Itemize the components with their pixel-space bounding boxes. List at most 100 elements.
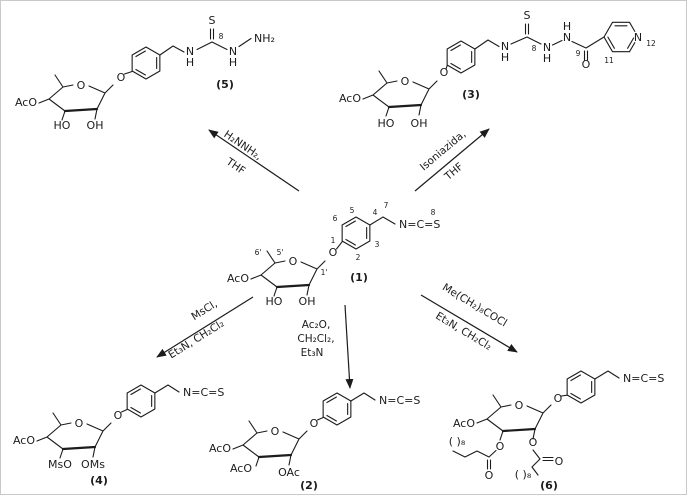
c5-h2-label: H	[229, 56, 237, 69]
c2-ring-oxygen-label: O	[271, 425, 280, 438]
c6-ester1-carbonyl-oxygen-label: O	[485, 469, 494, 482]
c3-pyridine-nitrogen-label: N	[634, 31, 642, 44]
c1-number-7: 7	[384, 201, 389, 210]
c3-nitrogen2-label: N	[543, 41, 551, 54]
c6-link-oxygen-label: O	[554, 392, 563, 405]
c2-compound-label: (2)	[300, 479, 318, 492]
c4-link-oxygen-label: O	[114, 409, 123, 422]
c1-number-2: 2	[356, 253, 361, 262]
reagent-to2-line2: CH₂Cl₂,	[297, 333, 334, 345]
c5-ring-oxygen-label: O	[77, 79, 86, 92]
c6-ester-chains	[452, 449, 554, 476]
compound-5: O O AcO HO OH N H S 8 N H NH₂ (5)	[15, 14, 275, 132]
compound-1: O O AcO HO OH N=C=S 1 2 3 4 5 6 7 8 1' 5…	[227, 201, 440, 308]
reagent-to5-line2: THF	[223, 155, 247, 177]
c4-oms-label: OMs	[81, 458, 105, 471]
c3-sulfur-label: S	[524, 9, 531, 22]
c5-h1-label: H	[186, 56, 194, 69]
arrow-to-compound2	[344, 304, 354, 389]
c5-ho-label: HO	[54, 119, 71, 132]
c1-oh-label: OH	[299, 295, 316, 308]
c2-link-oxygen-label: O	[310, 417, 319, 430]
c3-benzene-ring	[446, 40, 476, 74]
c3-nitrogen1-label: N	[501, 40, 509, 53]
compound-6: O O AcO N=C=S O O ( )₈ O O ( )₈ (6)	[449, 370, 664, 492]
c6-ester2-chain-label: ( )₈	[515, 468, 532, 481]
c3-ho-label: HO	[378, 117, 395, 130]
c6-aco-label: AcO	[453, 417, 475, 430]
c3-h1-label: H	[501, 51, 509, 64]
c6-ester2-carbonyl-oxygen-label: O	[555, 455, 564, 468]
reagent-to4-line2: Et₃N, CH₂Cl₂	[166, 318, 226, 362]
c2-isothiocyanate-label: N=C=S	[379, 394, 420, 407]
c1-number-6prime: 6'	[255, 248, 262, 257]
c6-ester2-oxygen-label: O	[529, 436, 538, 449]
c6-ester1-oxygen-label: O	[496, 440, 505, 453]
c3-number-11: 11	[604, 56, 614, 65]
c6-isothiocyanate-label: N=C=S	[623, 372, 664, 385]
arrow-to-compound6	[420, 294, 518, 353]
c1-number-4: 4	[373, 208, 378, 217]
c1-aco-label: AcO	[227, 272, 249, 285]
c1-benzene-ring	[341, 216, 371, 250]
c6-benzene-ring	[566, 370, 596, 404]
c5-aco-label: AcO	[15, 96, 37, 109]
c1-number-1: 1	[331, 236, 336, 245]
arrow-to-compound4	[156, 296, 254, 358]
c5-nh2-label: NH₂	[254, 32, 275, 45]
c3-h2-label: H	[543, 52, 551, 65]
c5-link-oxygen-label: O	[117, 71, 126, 84]
c1-number-5prime: 5'	[277, 248, 284, 257]
c1-compound-label: (1)	[350, 271, 368, 284]
compound-3: O O AcO HO OH N H S 8 N H N H 9 O N 11 1…	[339, 9, 656, 130]
c1-number-6: 6	[333, 214, 338, 223]
c5-compound-label: (5)	[216, 78, 234, 91]
reagent-to2-line3: Et₃N	[301, 347, 324, 359]
c3-h3-label: H	[563, 20, 571, 33]
c1-ho-label: HO	[266, 295, 283, 308]
c3-pyridine-ring	[603, 21, 636, 53]
c1-isothiocyanate-label: N=C=S	[399, 218, 440, 231]
c3-compound-label: (3)	[462, 88, 480, 101]
arrow-to-compound3	[414, 128, 490, 192]
c5-number-8: 8	[219, 32, 224, 41]
c4-compound-label: (4)	[90, 474, 108, 487]
c3-number-8: 8	[532, 44, 537, 53]
c1-link-oxygen-label: O	[329, 246, 338, 259]
c2-bonds	[316, 392, 376, 421]
c1-number-5: 5	[350, 206, 355, 215]
c6-ester1-chain-label: ( )₈	[449, 435, 466, 448]
c2-benzene-ring	[322, 392, 352, 426]
c3-bonds	[445, 23, 605, 70]
c4-mso-label: MsO	[48, 458, 72, 471]
c4-bonds	[120, 384, 180, 413]
c4-ring-oxygen-label: O	[75, 417, 84, 430]
compound-4: O O AcO MsO OMs N=C=S (4)	[13, 384, 224, 487]
reagent-to4-line1: MsCl,	[189, 298, 219, 323]
c3-carbonyl-oxygen-label: O	[582, 58, 591, 71]
c3-number-12: 12	[646, 39, 656, 48]
reagent-to3-line2: THF	[442, 161, 466, 184]
c3-number-9: 9	[576, 49, 581, 58]
c4-benzene-ring	[126, 384, 156, 418]
c2-aco1-label: AcO	[209, 442, 231, 455]
reagent-to2-line1: Ac₂O,	[302, 319, 331, 331]
c3-aco-label: AcO	[339, 92, 361, 105]
c5-nitrogen2-label: N	[229, 45, 237, 58]
c1-number-3: 3	[375, 240, 380, 249]
compound-2: O O AcO AcO OAc N=C=S (2)	[209, 392, 420, 492]
c4-isothiocyanate-label: N=C=S	[183, 386, 224, 399]
c1-bonds	[335, 216, 396, 250]
reagent-to5-line1: H₂NNH₂,	[221, 128, 264, 162]
c1-number-8: 8	[431, 208, 436, 217]
c2-aco2-label: AcO	[230, 462, 252, 475]
c6-compound-label: (6)	[540, 479, 558, 492]
c5-bonds	[123, 28, 252, 75]
c6-ring-oxygen-label: O	[515, 399, 524, 412]
c5-benzene-ring	[131, 46, 161, 80]
c3-link-oxygen-label: O	[440, 66, 449, 79]
c1-ring-oxygen-label: O	[289, 255, 298, 268]
c3-ring-oxygen-label: O	[401, 75, 410, 88]
